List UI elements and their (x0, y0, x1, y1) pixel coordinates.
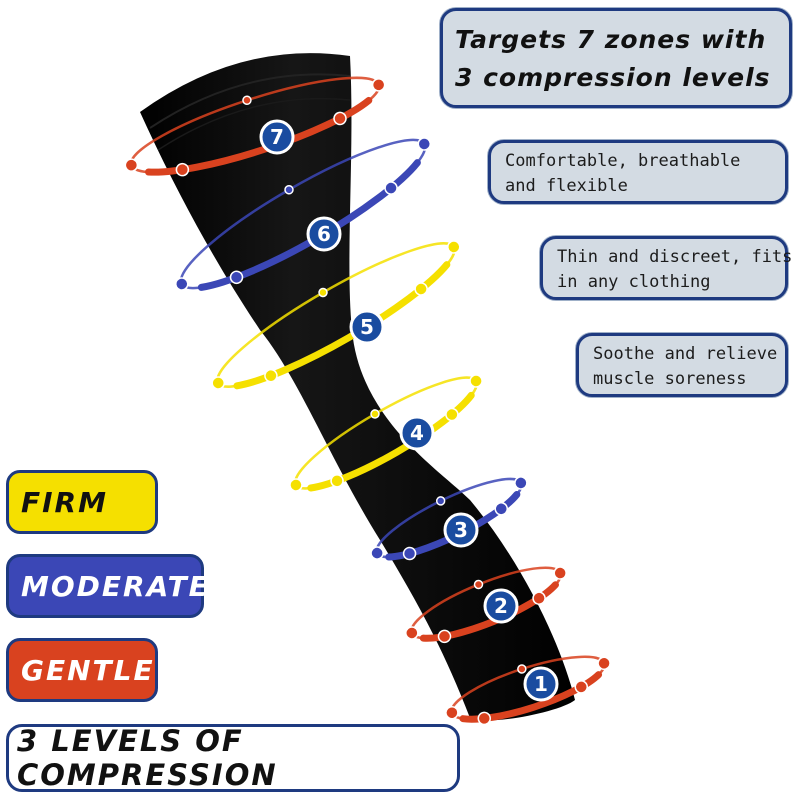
zone-dot (574, 680, 589, 694)
zone-dot (264, 368, 278, 383)
zone-dot (494, 502, 509, 516)
feature-callout-discreet: Thin and discreet, fits in any clothing (540, 236, 793, 300)
compression-zone-4: 4 (289, 374, 483, 492)
headline-line-2: 3 compression levels (455, 63, 771, 92)
zone-dot (445, 407, 459, 422)
zone-number-label: 5 (360, 315, 374, 339)
zone-dot (124, 158, 139, 172)
zone-dot (289, 478, 303, 492)
zone-dot (517, 664, 527, 674)
zone-dot (553, 566, 567, 580)
zone-dot (330, 474, 344, 488)
zone-dot (445, 705, 459, 720)
feature-callout-soothe: Soothe and relieve muscle soreness (576, 333, 788, 397)
compression-zone-3: 3 (370, 476, 528, 561)
feature-line: muscle soreness (593, 369, 747, 389)
zone-band (144, 96, 373, 176)
zone-dot (437, 629, 452, 644)
zone-number-label: 7 (270, 125, 284, 149)
feature-line: Soothe and relieve (593, 344, 778, 364)
feature-line: and flexible (505, 176, 628, 196)
compression-zone-6: 6 (175, 137, 431, 291)
zone-dot (229, 270, 244, 285)
feature-line: Thin and discreet, fits (557, 247, 793, 267)
zone-dot (473, 579, 484, 590)
zone-band (307, 391, 475, 492)
footer-banner: 3 LEVELS OF COMPRESSION (6, 724, 460, 792)
zone-dot (371, 78, 386, 92)
compression-zone-5: 5 (211, 240, 461, 390)
compression-sleeve (140, 53, 575, 721)
zone-dot (370, 546, 384, 560)
zone-band (233, 261, 451, 390)
zone-dot (417, 137, 431, 151)
headline-callout: Targets 7 zones with 3 compression level… (440, 8, 792, 108)
zone-dot (384, 181, 398, 195)
level-badge-moderate: MODERATE (6, 554, 208, 618)
zone-dot (175, 162, 190, 177)
zone-dot (435, 496, 446, 506)
level-badge-gentle: GENTLE (6, 638, 158, 702)
feature-line: in any clothing (557, 272, 711, 292)
zone-dot (477, 711, 492, 726)
zone-dot (402, 546, 417, 561)
sleeve-cuff-seam (149, 73, 351, 129)
zone-number-badge (399, 415, 435, 451)
headline-line-1: Targets 7 zones with (455, 25, 767, 54)
compression-zone-1: 1 (445, 655, 611, 726)
zone-number-label: 4 (410, 421, 424, 445)
zone-dot (211, 376, 225, 390)
zone-dot (405, 626, 419, 640)
zone-dot (414, 282, 428, 296)
compression-zone-2: 2 (405, 566, 567, 644)
zone-dot (469, 374, 483, 388)
zone-number-badge (523, 666, 559, 702)
zone-dot (370, 409, 380, 419)
zone-number-label: 1 (534, 672, 548, 696)
zone-dot (447, 240, 461, 254)
zone-number-badge (443, 512, 479, 548)
compression-zone-7: 7 (124, 76, 386, 177)
sleeve-cuff-seam (157, 97, 351, 151)
zone-dot (597, 656, 611, 671)
zone-dot (284, 185, 294, 195)
feature-line: Comfortable, breathable (505, 151, 741, 171)
zone-number-badge (259, 119, 295, 155)
zone-number-label: 2 (494, 594, 508, 618)
zone-dot (514, 476, 528, 490)
zone-number-badge (349, 309, 385, 345)
level-badge-firm: FIRM (6, 470, 158, 534)
zone-number-badge (306, 216, 342, 252)
zone-dot (532, 591, 546, 605)
zone-dot (333, 111, 347, 126)
zone-dot (175, 277, 189, 291)
zone-dot (318, 287, 328, 298)
feature-callout-comfort: Comfortable, breathable and flexible (488, 140, 788, 204)
zone-dot (242, 95, 252, 106)
zone-number-label: 6 (317, 222, 331, 246)
zone-number-badge (483, 588, 519, 624)
zone-number-label: 3 (454, 518, 468, 542)
